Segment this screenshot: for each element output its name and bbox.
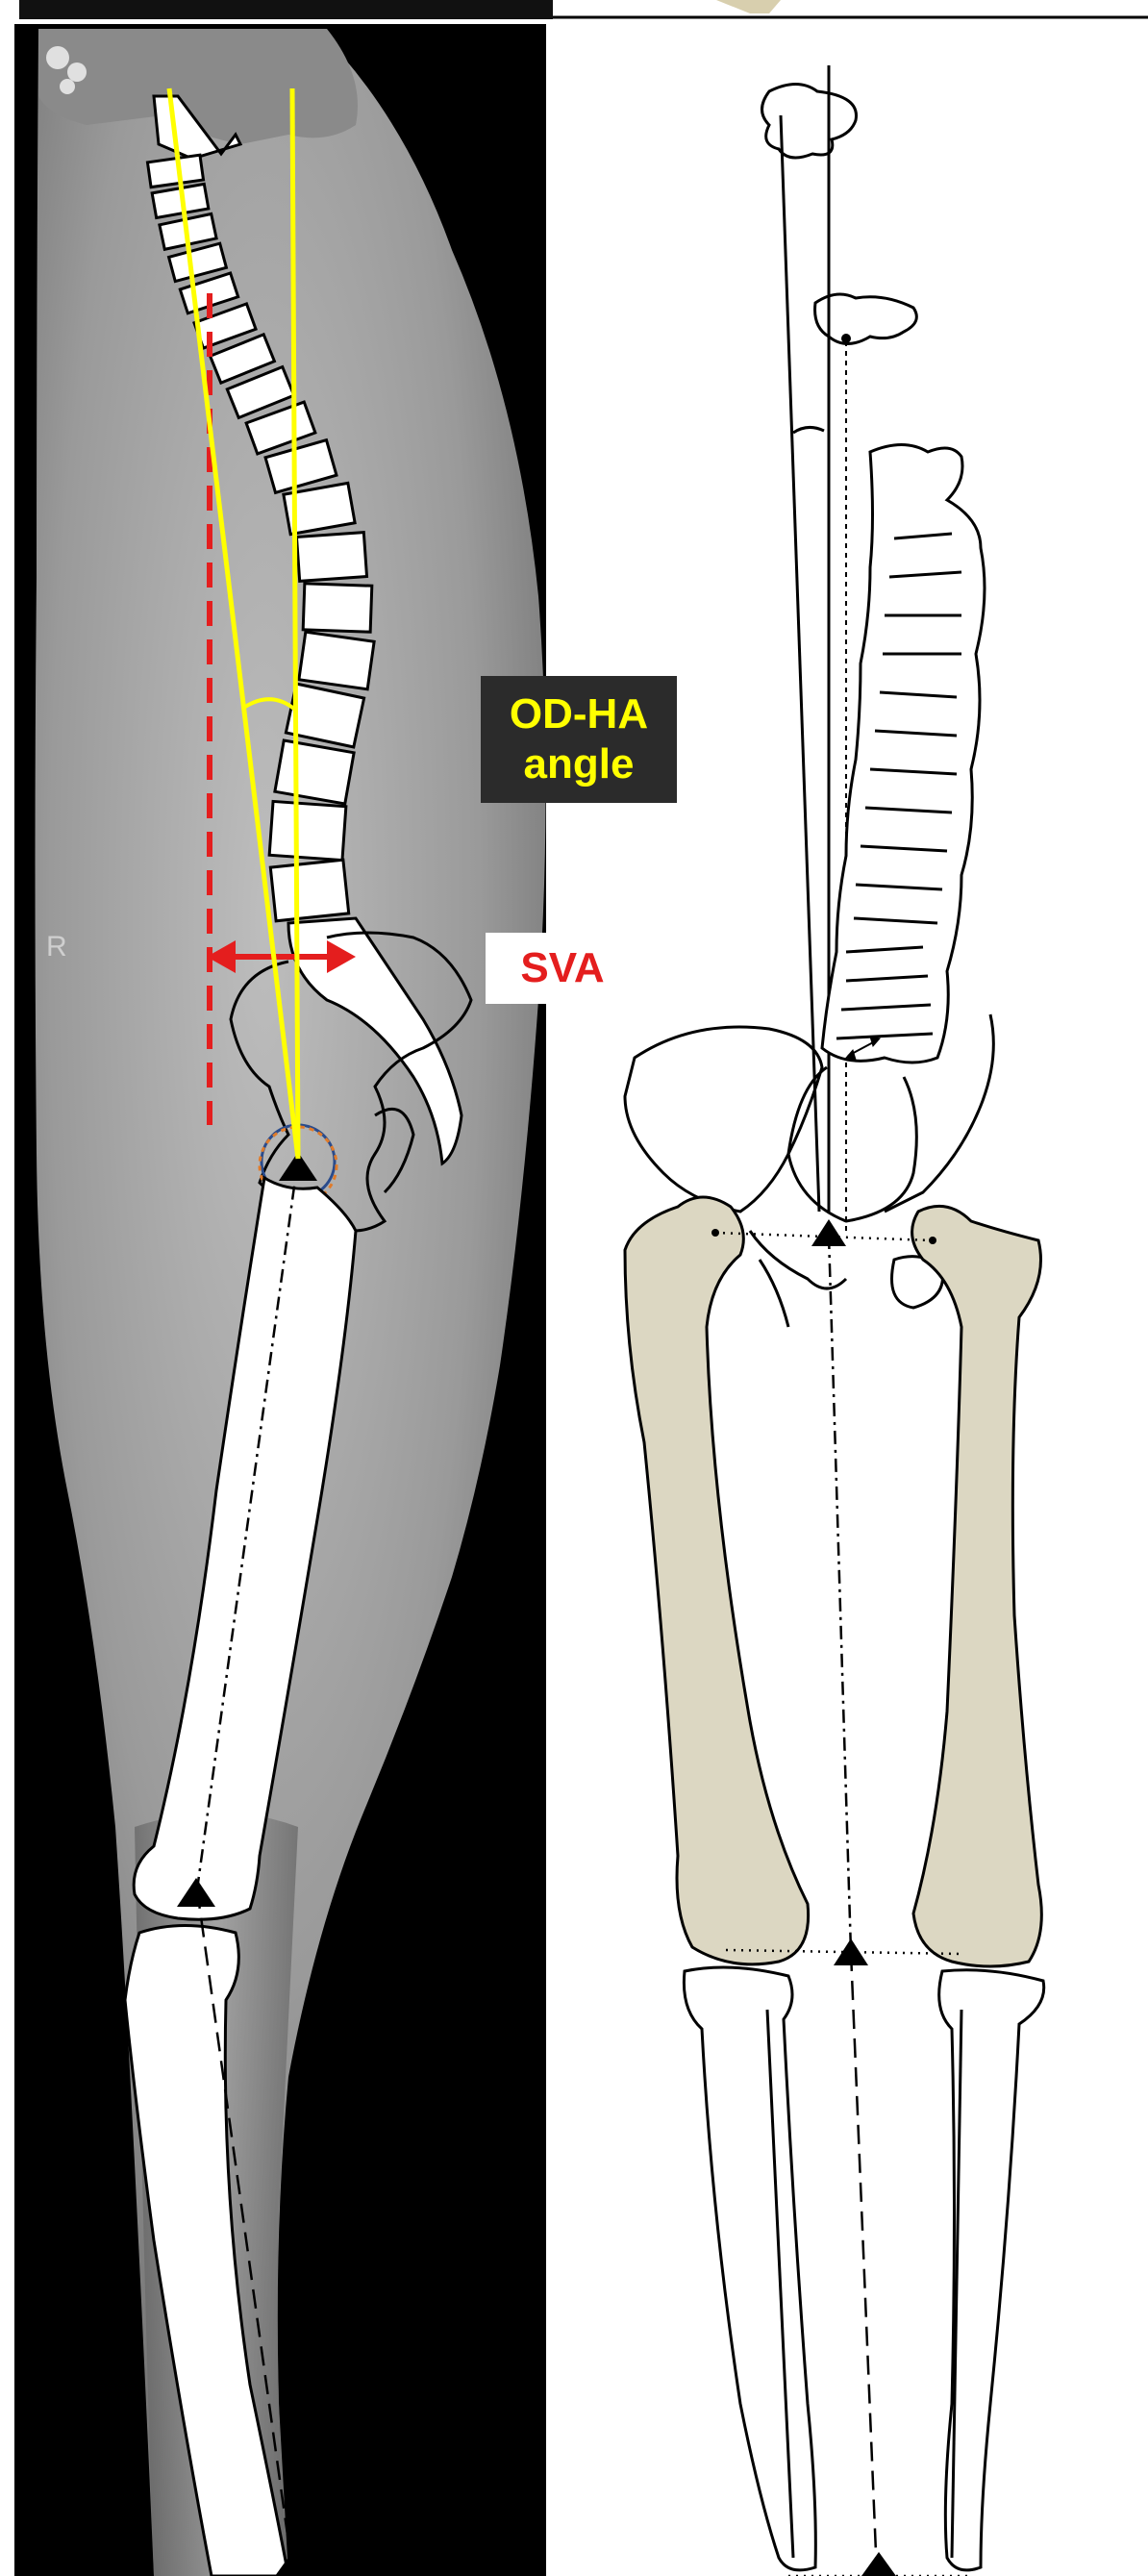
odha-label-line2: angle (524, 739, 635, 789)
femurs-frontal (625, 1197, 1041, 1966)
odha-angle-label: OD-HA angle (481, 676, 677, 803)
tibias-frontal (684, 1967, 1043, 2570)
sva-label: SVA (486, 933, 639, 1004)
axis-triangle-markers-right (811, 1219, 896, 2576)
top-strip (19, 0, 1148, 19)
odha-label-line1: OD-HA (510, 689, 648, 739)
sva-label-text: SVA (520, 944, 604, 992)
xray-side-marker: R (46, 931, 67, 963)
